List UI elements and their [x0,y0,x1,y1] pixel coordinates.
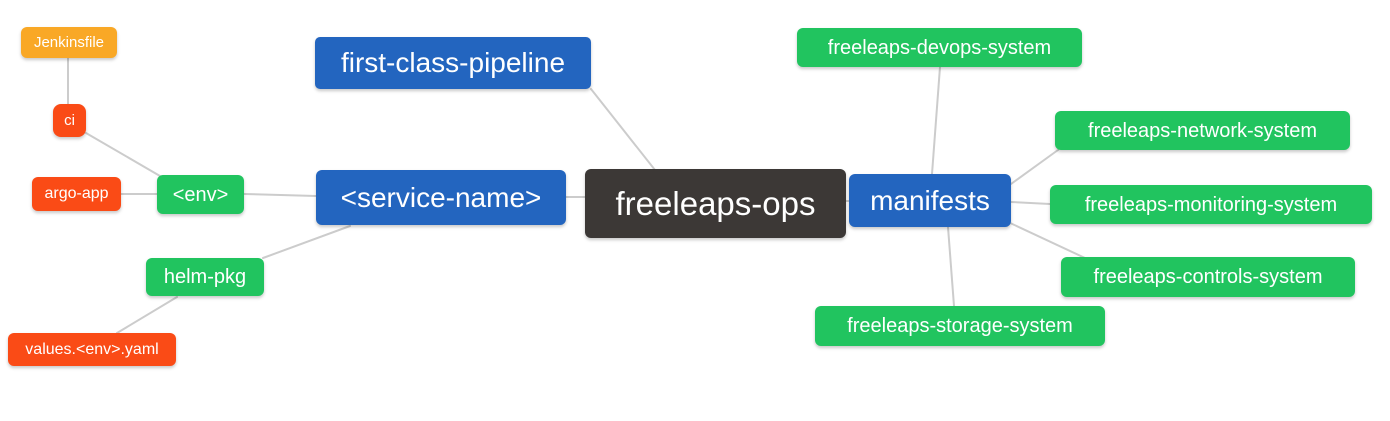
connector-env-to-service-name [243,193,317,197]
connector-manifests-to-network-system [1010,149,1059,185]
mindmap-node-monitoring-system[interactable]: freeleaps-monitoring-system [1050,185,1372,224]
mindmap-node-first-class-pipeline[interactable]: first-class-pipeline [315,37,591,89]
mindmap-node-service-name[interactable]: <service-name> [316,170,566,225]
mindmap-node-argo-app[interactable]: argo-app [32,177,121,211]
connector-helm-pkg-to-service-name [262,225,351,259]
mindmap-node-storage-system[interactable]: freeleaps-storage-system [815,306,1105,346]
mindmap-node-freeleaps-ops[interactable]: freeleaps-ops [585,169,846,238]
mindmap-node-controls-system[interactable]: freeleaps-controls-system [1061,257,1355,297]
connector-values-env-yaml-to-helm-pkg [116,296,178,334]
mindmap-node-env[interactable]: <env> [157,175,244,214]
mindmap-node-helm-pkg[interactable]: helm-pkg [146,258,264,296]
mindmap-node-network-system[interactable]: freeleaps-network-system [1055,111,1350,150]
mindmap-node-values-env-yaml[interactable]: values.<env>.yaml [8,333,176,366]
connector-manifests-to-devops-system [931,66,941,175]
connector-manifests-to-controls-system [1007,221,1086,259]
connector-ci-to-env [85,132,161,177]
mindmap-node-ci[interactable]: ci [53,104,86,137]
mindmap-node-manifests[interactable]: manifests [849,174,1011,227]
mindmap-node-jenkinsfile[interactable]: Jenkinsfile [21,27,117,58]
connector-manifests-to-storage-system [947,226,955,307]
connector-first-class-pipeline-to-freeleaps-ops [590,88,656,171]
mindmap-node-devops-system[interactable]: freeleaps-devops-system [797,28,1082,67]
connector-manifests-to-monitoring-system [1010,201,1051,205]
